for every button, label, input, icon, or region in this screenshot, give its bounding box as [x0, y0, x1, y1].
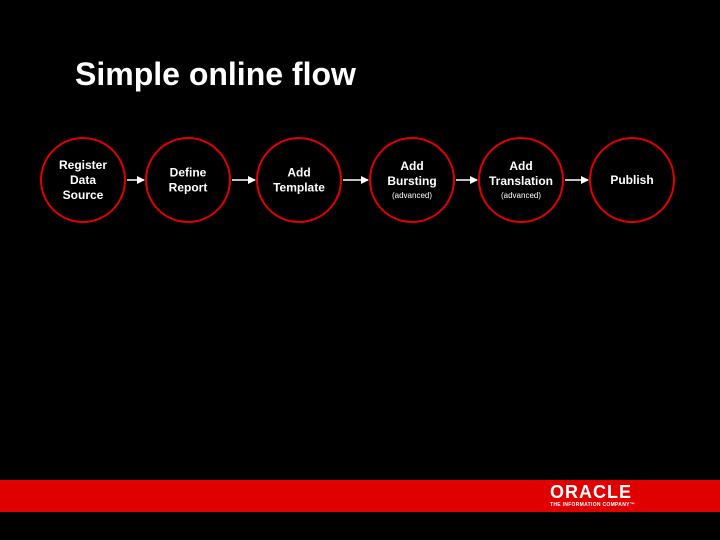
flow-step-label: Add: [509, 159, 532, 173]
flow-step-circle: [478, 137, 564, 223]
slide-title: Simple online flow: [75, 56, 356, 92]
flow-step-label: Source: [63, 188, 104, 202]
flow-step-label: Add: [287, 166, 310, 180]
flow-step-label: Bursting: [387, 174, 436, 188]
flow-step-circle: [40, 137, 126, 223]
flow-step-circle: [369, 137, 455, 223]
logo-wordmark: ORACLE: [550, 482, 632, 502]
flow-step-circle: [145, 137, 231, 223]
flow-step-6: Publish: [589, 137, 675, 223]
flow-step-label: Add: [400, 159, 423, 173]
flow-step-label: Translation: [489, 174, 553, 188]
flow-step-label: Report: [169, 181, 208, 195]
flow-step-label: Template: [273, 181, 325, 195]
flow-step-circle: [589, 137, 675, 223]
flow-step-label: Publish: [610, 173, 653, 187]
flow-step-circle: [256, 137, 342, 223]
footer-bar: [0, 480, 720, 512]
flow-step-note: (advanced): [501, 191, 541, 200]
logo-tagline: THE INFORMATION COMPANY™: [550, 502, 636, 508]
flow-step-note: (advanced): [392, 191, 432, 200]
flow-step-label: Register: [59, 158, 107, 172]
bottom-band: [0, 512, 720, 540]
flow-step-label: Define: [170, 166, 207, 180]
flow-step-label: Data: [70, 173, 96, 187]
oracle-logo: ORACLE THE INFORMATION COMPANY™: [550, 483, 652, 509]
